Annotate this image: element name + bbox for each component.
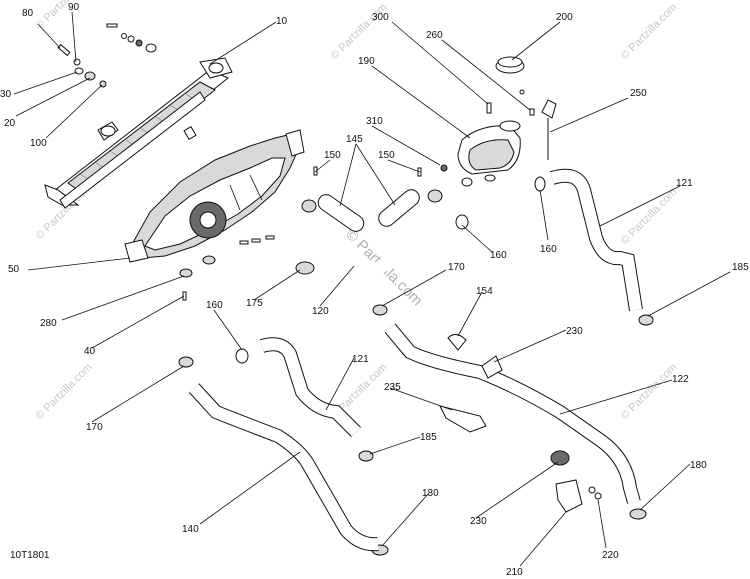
callout-154[interactable]: 154	[476, 286, 493, 297]
callout-185-lower[interactable]: 185	[420, 432, 437, 443]
callout-170-lower[interactable]: 170	[86, 422, 103, 433]
callout-210[interactable]: 210	[506, 567, 523, 578]
callout-180-lower[interactable]: 180	[422, 488, 439, 499]
expansion-tank-part	[440, 56, 557, 187]
watermark: © Partzilla.com	[619, 1, 680, 62]
callout-310[interactable]: 310	[366, 116, 383, 127]
diagram-code: 10T1801	[10, 550, 50, 561]
hose-122-part	[384, 323, 641, 504]
callout-200[interactable]: 200	[556, 12, 573, 23]
callout-175[interactable]: 175	[246, 298, 263, 309]
callout-230-upper[interactable]: 230	[566, 326, 583, 337]
watermark: © Partzilla.com	[34, 361, 95, 422]
radiator-part	[44, 57, 233, 209]
brackets	[439, 355, 602, 513]
hose-121-lower-part	[259, 337, 361, 437]
watermark: © Partzilla.com	[619, 361, 680, 422]
callout-122[interactable]: 122	[672, 374, 689, 385]
callout-50[interactable]: 50	[8, 264, 20, 275]
callout-160-right[interactable]: 160	[540, 244, 557, 255]
fan-shroud-part	[124, 129, 305, 263]
leader-lines	[13, 11, 731, 567]
callout-250[interactable]: 250	[630, 88, 647, 99]
hardware-top-left	[57, 23, 157, 88]
watermark: © Partzilla.com	[619, 186, 680, 247]
callout-40[interactable]: 40	[84, 346, 96, 357]
callout-180-right[interactable]: 180	[690, 460, 707, 471]
shroud-hardware	[179, 235, 275, 301]
callout-150-right[interactable]: 150	[378, 150, 395, 161]
callout-10[interactable]: 10	[276, 16, 288, 27]
callout-220[interactable]: 220	[602, 550, 619, 561]
callout-145[interactable]: 145	[346, 134, 363, 145]
callout-120[interactable]: 120	[312, 306, 329, 317]
callout-30[interactable]: 30	[0, 89, 12, 100]
callout-260[interactable]: 260	[426, 30, 443, 41]
callout-230-lower[interactable]: 230	[470, 516, 487, 527]
hose-121-upper-part	[549, 168, 643, 312]
callout-20[interactable]: 20	[4, 118, 16, 129]
callout-160-lower[interactable]: 160	[206, 300, 223, 311]
callout-100[interactable]: 100	[30, 138, 47, 149]
callout-300[interactable]: 300	[372, 12, 389, 23]
callout-121-upper[interactable]: 121	[676, 178, 693, 189]
short-hoses-part	[301, 166, 546, 232]
hose-120-part	[295, 224, 453, 275]
callout-160-mid[interactable]: 160	[490, 250, 507, 261]
callout-190[interactable]: 190	[358, 56, 375, 67]
callout-170-upper[interactable]: 170	[448, 262, 465, 273]
callout-90[interactable]: 90	[68, 2, 80, 13]
callout-280[interactable]: 280	[40, 318, 57, 329]
callout-121-lower[interactable]: 121	[352, 354, 369, 365]
watermark: © Partzilla.com	[329, 1, 390, 62]
callout-150-left[interactable]: 150	[324, 150, 341, 161]
callout-80[interactable]: 80	[22, 8, 34, 19]
callout-185-upper[interactable]: 185	[732, 262, 749, 273]
callout-235[interactable]: 235	[384, 382, 401, 393]
hose-140-part	[188, 383, 379, 552]
watermark: © Partzilla.com	[34, 0, 95, 32]
callout-140[interactable]: 140	[182, 524, 199, 535]
